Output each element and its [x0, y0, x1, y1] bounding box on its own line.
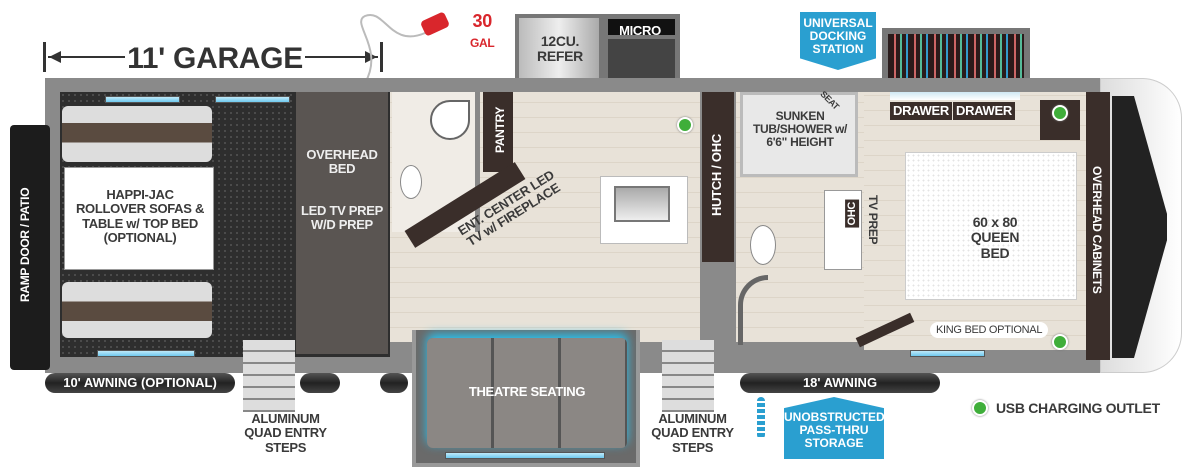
usb-outlet-icon	[677, 117, 693, 133]
tub-shower	[740, 92, 858, 177]
entry-steps-left	[243, 340, 295, 412]
bath-door	[738, 275, 768, 345]
awning-left: 10' AWNING (OPTIONAL)	[45, 373, 235, 393]
awning-strip	[300, 373, 340, 393]
drawers	[890, 92, 1020, 100]
drawer-label: DRAWER	[890, 102, 952, 121]
window	[445, 452, 605, 459]
sink-icon	[430, 100, 470, 140]
pantry	[483, 92, 513, 172]
ramp-door	[10, 125, 50, 370]
overhead-cabinets-label: OVERHEAD CABINETS	[1090, 166, 1105, 294]
theatre-seating	[427, 338, 627, 448]
steps-right-label: ALUMINUM QUAD ENTRY STEPS	[651, 411, 734, 455]
theatre-label: THEATRE SEATING	[468, 384, 586, 399]
sofas-label: HAPPI-JAC ROLLOVER SOFAS & TABLE w/ TOP …	[75, 187, 205, 245]
fuel-unit: GAL	[470, 35, 495, 50]
window	[97, 350, 195, 357]
pantry-label: PANTRY	[493, 106, 507, 154]
sofa-table	[64, 167, 214, 270]
drawer-label: DRAWER	[953, 102, 1015, 121]
tub-label: SUNKEN TUB/SHOWER w/ 6'6" HEIGHT	[752, 109, 848, 150]
overhead-bed	[296, 92, 388, 354]
fuel-amount: 30	[472, 11, 493, 31]
window	[910, 350, 985, 357]
overhead-bed-label: OVERHEAD BED	[306, 147, 378, 177]
entry-steps-right	[662, 340, 714, 412]
tv-prep-label: TV PREP	[866, 195, 881, 245]
garage-label: 11' GARAGE	[125, 42, 305, 75]
micro-label: MICRO	[619, 23, 661, 38]
sofa-top	[62, 106, 212, 162]
ramp-door-label: RAMP DOOR / PATIO	[18, 187, 32, 303]
queen-bed	[905, 152, 1077, 300]
usb-outlet-icon	[1052, 334, 1068, 350]
sofa-bottom	[62, 282, 212, 338]
steps-left-label: ALUMINUM QUAD ENTRY STEPS	[244, 411, 327, 455]
overhead-cabinets	[1086, 92, 1110, 360]
king-bed-label: KING BED OPTIONAL	[930, 322, 1049, 339]
awning-strip	[380, 373, 408, 393]
usb-legend-label: USB CHARGING OUTLET	[996, 400, 1160, 416]
refer-label: 12CU. REFER	[537, 33, 583, 65]
window	[105, 96, 180, 103]
hutch-label: HUTCH / OHC	[709, 134, 724, 216]
fuel-hose	[360, 13, 426, 84]
sewer-hose-icon	[757, 397, 765, 439]
ohc-label: OHC	[845, 200, 860, 228]
storage-badge: UNOBSTRUCTED PASS-THRU STORAGE	[784, 397, 884, 459]
bed-label: 60 x 80 QUEEN BED	[970, 214, 1020, 261]
window	[215, 96, 290, 103]
led-tv-prep-label: LED TV PREP W/D PREP	[301, 203, 383, 233]
usb-legend-icon	[972, 400, 988, 416]
usb-outlet-icon	[1052, 105, 1068, 121]
awning-right: 18' AWNING	[740, 373, 940, 393]
kitchen-sink-icon	[614, 186, 670, 222]
toilet-icon	[750, 225, 776, 265]
toilet-icon	[400, 165, 422, 199]
hutch	[702, 92, 734, 262]
docking-station-badge: UNIVERSAL DOCKING STATION	[800, 12, 876, 70]
